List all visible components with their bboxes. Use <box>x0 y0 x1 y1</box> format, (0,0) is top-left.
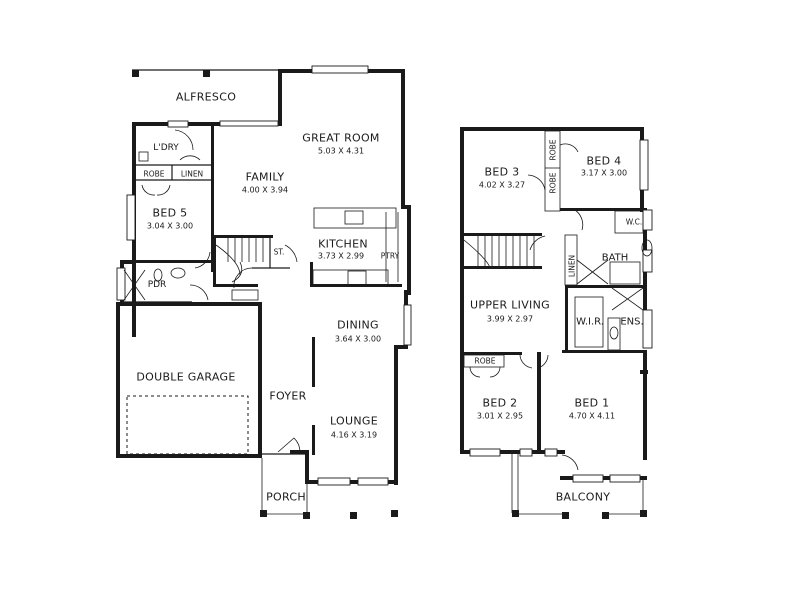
room-label-double-garage: DOUBLE GARAGE <box>136 370 236 384</box>
room-dims-lounge: 4.16 X 3.19 <box>330 430 378 440</box>
room-label-wir: W.I.R. <box>576 316 604 328</box>
room-dims-great-room: 5.03 X 4.31 <box>317 146 365 156</box>
upper-floor-walls <box>460 127 653 519</box>
room-label-kitchen: KITCHEN <box>318 237 368 251</box>
room-label-great-room: GREAT ROOM <box>302 131 380 145</box>
room-label-bed1: BED 1 <box>574 396 610 410</box>
room-label-robe-bed2: ROBE <box>474 356 496 366</box>
room-dims-upper-living: 3.99 X 2.97 <box>486 314 534 324</box>
room-label-alfresco: ALFRESCO <box>175 90 237 104</box>
room-label-robe: ROBE <box>143 169 165 179</box>
room-label-upper-living: UPPER LIVING <box>470 298 550 312</box>
room-label-dining: DINING <box>337 318 379 332</box>
room-label-store: ST. <box>273 247 285 257</box>
room-label-robe-bed3: ROBE <box>548 172 558 194</box>
room-dims-bed3: 4.02 X 3.27 <box>478 180 526 190</box>
room-label-bed4: BED 4 <box>586 154 622 168</box>
room-label-bed3: BED 3 <box>484 165 520 179</box>
room-label-bed2: BED 2 <box>482 396 518 410</box>
room-label-porch: PORCH <box>266 490 306 504</box>
room-label-linen-upper: LINEN <box>567 254 577 278</box>
room-label-ensuite: ENS. <box>620 316 644 328</box>
ground-floor-walls <box>116 65 412 519</box>
room-dims-bed1: 4.70 X 4.11 <box>568 411 616 421</box>
room-dims-bed4: 3.17 X 3.00 <box>580 168 628 178</box>
room-label-balcony: BALCONY <box>555 490 611 504</box>
room-label-bath: BATH <box>601 252 629 264</box>
room-label-linen: LINEN <box>180 169 204 179</box>
room-label-laundry: L'DRY <box>153 143 179 153</box>
room-dims-dining: 3.64 X 3.00 <box>334 334 382 344</box>
room-dims-bed5: 3.04 X 3.00 <box>146 221 194 231</box>
room-label-lounge: LOUNGE <box>330 414 378 428</box>
room-dims-kitchen: 3.73 X 2.99 <box>317 251 365 261</box>
room-label-powder: PDR <box>147 280 167 290</box>
room-dims-family: 4.00 X 3.94 <box>241 185 289 195</box>
room-label-robe-bed4: ROBE <box>548 139 558 161</box>
room-label-pantry: PTRY <box>380 251 400 261</box>
room-label-wc: W.C. <box>625 217 643 227</box>
room-label-bed5: BED 5 <box>152 206 188 220</box>
room-label-foyer: FOYER <box>269 389 307 403</box>
room-label-family: FAMILY <box>245 170 285 184</box>
room-dims-bed2: 3.01 X 2.95 <box>476 411 524 421</box>
